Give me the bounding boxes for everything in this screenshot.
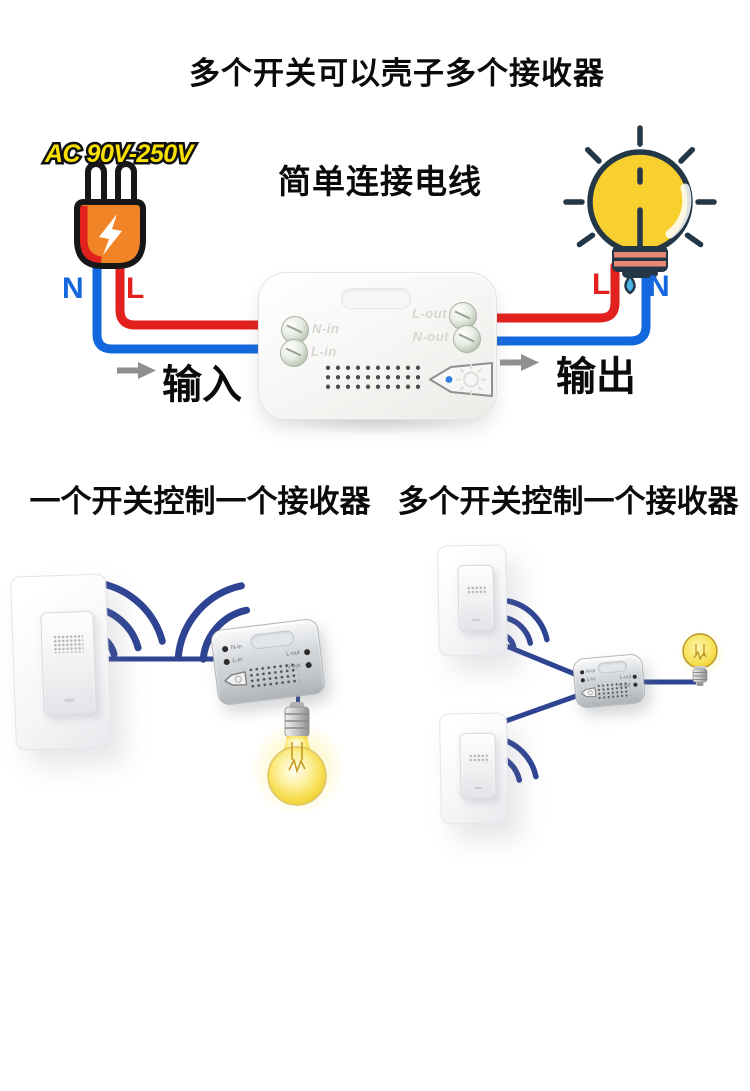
water-drop-icon xyxy=(624,274,636,295)
receiver-module: N-in L-in L-out N-out xyxy=(571,653,647,709)
receiver-vent-grid xyxy=(323,363,421,391)
pairing-button xyxy=(224,671,248,686)
arrow-right-icon xyxy=(117,362,156,379)
speaker-dots xyxy=(53,634,84,654)
receiver-vent-grid xyxy=(596,681,631,700)
receiver-module: N-in L-in L-out N-out xyxy=(209,617,327,707)
terminal-dot xyxy=(221,645,229,653)
wire-live-out xyxy=(487,261,620,323)
brand-mark xyxy=(474,786,483,789)
terminal-label: N-in xyxy=(230,644,243,652)
brand-mark xyxy=(472,618,481,622)
hanging-bulb-icon xyxy=(267,702,327,806)
receiver-module: N-in L-in L-out N-out xyxy=(258,272,497,420)
terminal-screw-n-out xyxy=(453,325,481,353)
speaker-dots xyxy=(466,585,486,596)
receiver-vent-grid xyxy=(247,661,300,689)
bulb-neutral-label: N xyxy=(648,270,670,303)
input-label: 输入 xyxy=(162,363,242,407)
receiver-top-slot xyxy=(249,629,296,650)
terminal-label: L-in xyxy=(586,676,596,683)
receiver-top-slot xyxy=(597,660,628,674)
wall-switch xyxy=(437,544,508,657)
bulb-live-label: L xyxy=(592,268,611,301)
terminal-label-l-in: L-in xyxy=(311,344,337,359)
terminal-label: L-out xyxy=(619,674,632,682)
receiver-top-slot xyxy=(341,288,411,309)
terminal-label: L-in xyxy=(232,657,243,665)
switch2-receiver-link xyxy=(502,691,583,725)
terminal-dot xyxy=(633,682,638,687)
terminal-dot xyxy=(305,661,313,669)
light-glyph-icon xyxy=(456,364,486,395)
page-title: 多个开关可以壳子多个接收器 xyxy=(189,56,605,91)
terminal-screw-l-in xyxy=(280,339,308,367)
led-indicator xyxy=(445,376,453,383)
filament xyxy=(288,742,306,774)
terminal-dot xyxy=(632,674,637,679)
ac-voltage-text: AC 90V-250V xyxy=(44,140,196,168)
ac-voltage-label: AC 90V-250V xyxy=(42,138,199,171)
terminal-dot xyxy=(223,658,231,666)
switch-rocker xyxy=(459,732,497,800)
wall-switch xyxy=(439,712,509,825)
plug-neutral-label: N xyxy=(62,272,84,305)
light-bulb-icon xyxy=(563,125,717,295)
terminal-dot xyxy=(579,670,585,675)
wire-neutral-in xyxy=(92,255,266,354)
plug-live-label: L xyxy=(126,272,145,305)
terminal-label: L-out xyxy=(285,650,301,658)
wire-live-in xyxy=(115,255,266,330)
pairing-button xyxy=(580,687,597,698)
right-diagram-heading: 多个开关控制一个接收器 xyxy=(397,484,739,519)
lightning-icon xyxy=(99,214,122,255)
terminal-dot xyxy=(580,678,586,683)
switch1-receiver-link xyxy=(503,642,583,680)
speaker-dots xyxy=(468,753,488,764)
filament xyxy=(693,644,707,661)
bulb-rays xyxy=(563,125,717,248)
terminal-dot xyxy=(303,648,311,656)
brand-mark xyxy=(64,698,75,702)
switch-rocker xyxy=(457,564,495,632)
wifi-icon xyxy=(498,598,550,650)
terminal-label-n-out: N-out xyxy=(412,329,449,344)
pairing-button xyxy=(429,362,493,397)
terminal-label-l-out: L-out xyxy=(412,306,447,321)
small-bulb-icon xyxy=(682,633,718,686)
power-plug-icon xyxy=(74,161,146,269)
left-diagram-heading: 一个开关控制一个接收器 xyxy=(29,484,371,519)
switch-rocker xyxy=(40,610,97,716)
arrow-right-icon xyxy=(500,354,539,371)
terminal-label-n-in: N-in xyxy=(312,321,340,336)
wall-switch xyxy=(9,573,113,751)
output-label: 输出 xyxy=(556,355,636,399)
wire-neutral-out xyxy=(487,259,651,346)
terminal-label: N-in xyxy=(585,668,596,675)
subtitle: 简单连接电线 xyxy=(278,163,482,200)
